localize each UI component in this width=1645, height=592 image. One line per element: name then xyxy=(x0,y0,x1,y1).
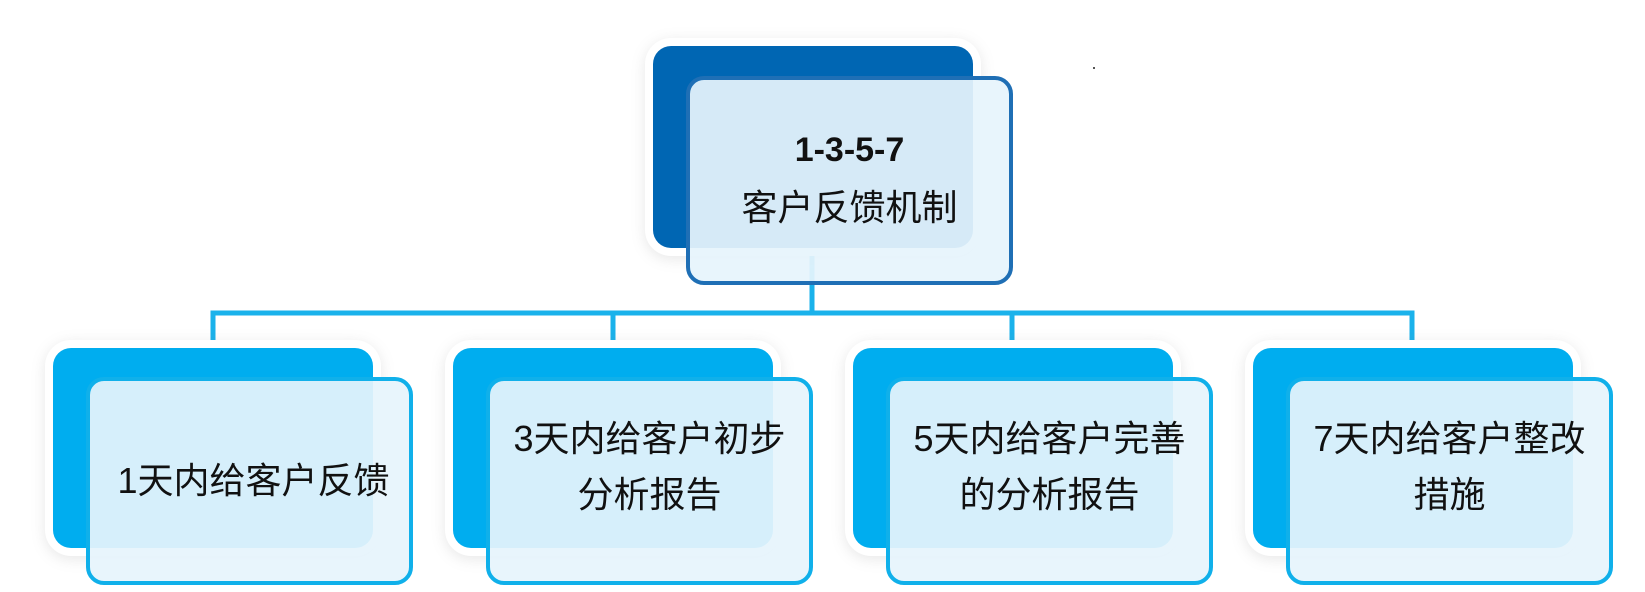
stray-dot xyxy=(1093,67,1095,69)
child-node-4-front-card xyxy=(1286,377,1613,585)
child-node-2-line-2: 分析报告 xyxy=(577,474,722,515)
child-node-2-label: 3天内给客户初步 分析报告 xyxy=(486,377,813,557)
child-node-4-line-2: 措施 xyxy=(1413,474,1486,515)
child-node-1-front-card xyxy=(86,377,413,585)
root-node-front-card xyxy=(686,76,1013,285)
child-node-4-label: 7天内给客户整改 措施 xyxy=(1286,377,1613,557)
child-node-2-line-1: 3天内给客户初步 xyxy=(513,418,786,459)
child-node-3-label: 5天内给客户完善 的分析报告 xyxy=(886,377,1213,557)
child-node-1-label: 1天内给客户反馈 xyxy=(86,377,417,585)
child-node-1-line-1: 1天内给客户反馈 xyxy=(117,460,390,501)
child-node-3-line-1: 5天内给客户完善 xyxy=(913,418,1186,459)
root-node-label: 1-3-5-7 客户反馈机制 xyxy=(686,110,1013,245)
root-node-title: 1-3-5-7 xyxy=(794,130,905,169)
child-node-3-front-card xyxy=(886,377,1213,585)
child-node-2-front-card xyxy=(486,377,813,585)
child-node-3-line-2: 的分析报告 xyxy=(959,474,1140,515)
root-node-subtitle: 客户反馈机制 xyxy=(741,186,958,228)
child-node-4-line-1: 7天内给客户整改 xyxy=(1313,418,1586,459)
